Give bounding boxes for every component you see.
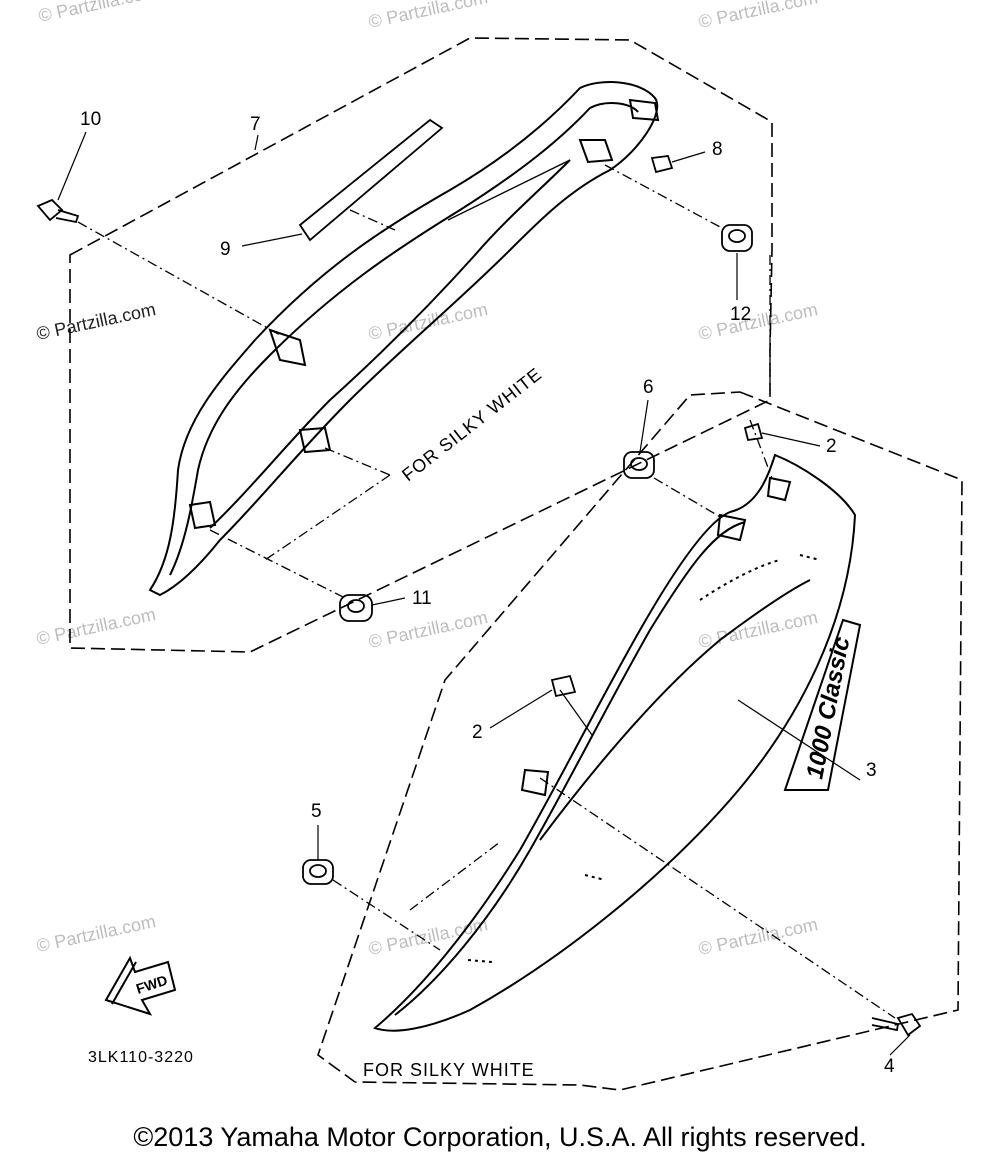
- leader-lines: [57, 131, 911, 1056]
- fwd-arrow-icon: [104, 955, 177, 1016]
- part-8-clip: [650, 155, 674, 174]
- watermark-7: © Partzilla.com: [35, 604, 158, 649]
- callout-12: 12: [730, 304, 751, 325]
- part-2-clip-top: [743, 422, 764, 442]
- part-5-grommet: [302, 859, 334, 885]
- part-2-clip-mid: [550, 674, 577, 698]
- lower-group-boundary: [317, 391, 963, 1091]
- callout-numbers: 10 7 8 9 12 6 2 11 2 3 5 4: [80, 109, 895, 1077]
- callout-8: 8: [712, 139, 723, 160]
- watermark-12: © Partzilla.com: [697, 914, 820, 959]
- callout-4: 4: [884, 1056, 895, 1077]
- assembly-lines: [77, 159, 896, 1019]
- lower-group-note: FOR SILKY WHITE: [363, 1060, 535, 1080]
- callout-6: 6: [643, 377, 654, 398]
- callout-9: 9: [220, 239, 231, 260]
- watermarks: © Partzilla.com © Partzilla.com © Partzi…: [35, 0, 820, 959]
- watermark-1: © Partzilla.com: [37, 0, 160, 26]
- part-10-bolt: [36, 198, 80, 224]
- drawing-code: 3LK110-3220: [88, 1049, 194, 1066]
- watermark-4: © Partzilla.com: [35, 299, 158, 344]
- part-4-bolt: [871, 1012, 922, 1037]
- part-9-strip: [298, 118, 444, 242]
- callout-5: 5: [311, 801, 322, 822]
- callout-7: 7: [250, 114, 261, 135]
- part-6-grommet: [623, 451, 655, 479]
- watermark-3: © Partzilla.com: [697, 0, 820, 32]
- upper-group-note: FOR SILKY WHITE: [398, 364, 546, 485]
- callout-3: 3: [866, 760, 877, 781]
- watermark-6: © Partzilla.com: [697, 299, 820, 344]
- callout-2-mid: 2: [472, 722, 483, 743]
- watermark-2: © Partzilla.com: [367, 0, 490, 32]
- part-3-emblem: 1000 Classic: [783, 618, 862, 791]
- watermark-10: © Partzilla.com: [35, 911, 158, 956]
- watermark-8: © Partzilla.com: [367, 607, 490, 652]
- callout-10: 10: [80, 109, 101, 130]
- lower-side-cover: [373, 453, 857, 1032]
- callout-2-top: 2: [826, 436, 837, 457]
- upper-group-boundary: [69, 37, 773, 653]
- upper-side-cover: [148, 81, 660, 597]
- part-12-grommet: [721, 224, 753, 252]
- fwd-arrow: FWD: [104, 955, 177, 1016]
- callout-11: 11: [412, 588, 432, 609]
- copyright-notice: ©2013 Yamaha Motor Corporation, U.S.A. A…: [133, 1122, 867, 1152]
- part-11-grommet: [339, 594, 373, 622]
